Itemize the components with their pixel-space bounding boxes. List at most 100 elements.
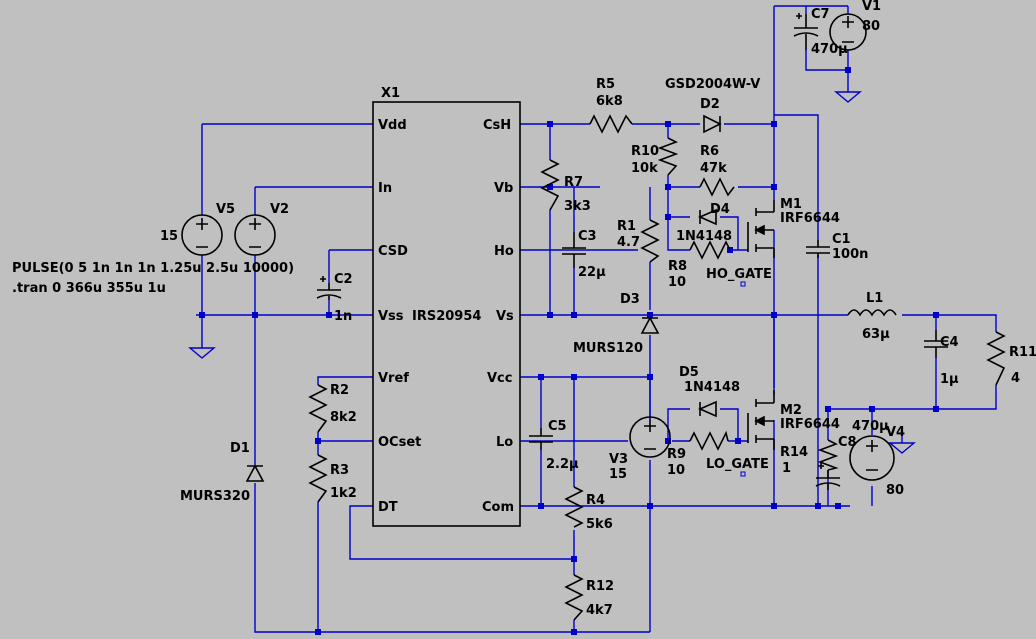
- resistor-r3: [308, 454, 328, 503]
- c7-ref: C7: [811, 7, 830, 22]
- pin-ocset: OCset: [378, 435, 421, 450]
- resistor-r1: [640, 219, 660, 263]
- voltage-source-v4: [849, 435, 895, 481]
- d3-value: MURS120: [573, 341, 643, 356]
- r6-value: 47k: [700, 161, 727, 176]
- capacitor-c2: [316, 276, 342, 300]
- resistor-r8: [689, 240, 731, 260]
- diode-d2: [703, 114, 722, 134]
- r5-ref: R5: [596, 77, 615, 92]
- r6-ref: R6: [700, 144, 719, 159]
- mosfet-m2: [747, 390, 775, 450]
- d5-ref: D5: [679, 365, 699, 380]
- pin-vss: Vss: [378, 309, 404, 324]
- pin-vs: Vs: [496, 309, 514, 324]
- r11-ref: R11: [1009, 345, 1036, 360]
- r4-value: 5k6: [586, 517, 613, 532]
- pin-vdd: Vdd: [378, 118, 407, 133]
- resistor-r11: [986, 331, 1006, 386]
- pin-in: In: [378, 181, 392, 196]
- d2-ref: D2: [700, 97, 720, 112]
- m2-ref: M2: [780, 403, 802, 418]
- pin-vcc: Vcc: [487, 371, 512, 386]
- r5-value: 6k8: [596, 94, 623, 109]
- l1-value: 63µ: [862, 327, 890, 342]
- d4-value: 1N4148: [676, 229, 732, 244]
- r2-value: 8k2: [330, 410, 357, 425]
- d1-value: MURS320: [180, 489, 250, 504]
- l1-ref: L1: [866, 291, 883, 306]
- pulse-directive: PULSE(0 5 1n 1n 1n 1.25u 2.5u 10000): [12, 261, 294, 276]
- v3-ref: V3: [609, 452, 628, 467]
- r8-ref: R8: [668, 259, 687, 274]
- r14-value: 1: [782, 461, 791, 476]
- pin-vb: Vb: [494, 181, 513, 196]
- m1-ref: M1: [780, 197, 802, 212]
- r1-value: 4.7: [617, 235, 640, 250]
- mosfet-m1: [747, 200, 775, 258]
- pin-lo: Lo: [496, 435, 513, 450]
- voltage-sources: [181, 13, 895, 481]
- resistor-r9: [689, 430, 729, 451]
- pin-csd: CSD: [378, 244, 408, 259]
- v4-ref: V4: [886, 425, 905, 440]
- diode-d5: [698, 400, 717, 418]
- pin-ho: Ho: [494, 244, 514, 259]
- v3-value: 15: [609, 467, 627, 482]
- d2-value: GSD2004W-V: [665, 77, 760, 92]
- c5-value: 2.2µ: [546, 457, 579, 472]
- r7-value: 3k3: [564, 199, 591, 214]
- pin-csh: CsH: [483, 118, 511, 133]
- capacitor-c1: [806, 240, 830, 258]
- c2-ref: C2: [334, 272, 353, 287]
- r10-ref: R10: [631, 144, 659, 159]
- r9-value: 10: [667, 463, 685, 478]
- capacitor-c8: [815, 463, 841, 490]
- inductor-l1: [847, 309, 897, 317]
- resistor-r2: [308, 384, 328, 433]
- pin-vref: Vref: [378, 371, 409, 386]
- resistor-r6: [699, 177, 735, 197]
- capacitor-c3: [562, 232, 586, 268]
- d4-ref: D4: [710, 202, 730, 217]
- tran-directive: .tran 0 366u 355u 1u: [12, 281, 166, 296]
- v5-ref: V5: [216, 202, 235, 217]
- diode-d4: [698, 208, 717, 226]
- r3-value: 1k2: [330, 486, 357, 501]
- d3-ref: D3: [620, 292, 640, 307]
- c1-ref: C1: [832, 232, 851, 247]
- r12-value: 4k7: [586, 603, 613, 618]
- c2-value: 1n: [334, 309, 352, 324]
- diode-d1: [245, 464, 265, 482]
- lo-gate-label: LO_GATE: [706, 457, 769, 472]
- r10-value: 10k: [631, 161, 658, 176]
- diodes: [245, 114, 722, 482]
- ic-ref: X1: [381, 86, 400, 101]
- resistors: [308, 114, 1006, 621]
- component-labels: V1 80 C7 470µ V5 15 V2 C2 1n R5 6k8 GSD2…: [160, 0, 1036, 618]
- v5-value: 15: [160, 229, 178, 244]
- ic-x1[interactable]: [372, 101, 521, 527]
- diode-d3: [640, 316, 660, 334]
- r9-ref: R9: [667, 447, 686, 462]
- capacitor-c7: [793, 13, 819, 50]
- r8-value: 10: [668, 275, 686, 290]
- voltage-source-v1: [829, 13, 867, 51]
- c8-value: 470µ: [852, 419, 889, 434]
- r7-ref: R7: [564, 175, 583, 190]
- ic-labels: X1 IRS20954 Vdd In CSD Vss Vref OCset DT…: [378, 86, 514, 515]
- v4-value: 80: [886, 483, 904, 498]
- junction-dots: [199, 67, 939, 635]
- r14-ref: R14: [780, 445, 808, 460]
- resistor-r4: [564, 486, 584, 528]
- resistor-r5: [589, 114, 633, 134]
- voltage-source-v5: [181, 214, 223, 256]
- resistor-r10: [657, 137, 679, 176]
- c8-ref: C8: [838, 435, 857, 450]
- v1-ref: V1: [862, 0, 881, 14]
- r12-ref: R12: [586, 579, 614, 594]
- v1-value: 80: [862, 19, 880, 34]
- c4-ref: C4: [940, 335, 959, 350]
